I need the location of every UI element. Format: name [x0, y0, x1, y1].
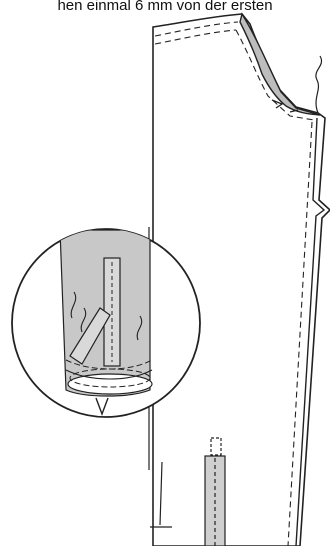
detail-magnifier [12, 229, 200, 417]
thread-end [316, 56, 322, 113]
